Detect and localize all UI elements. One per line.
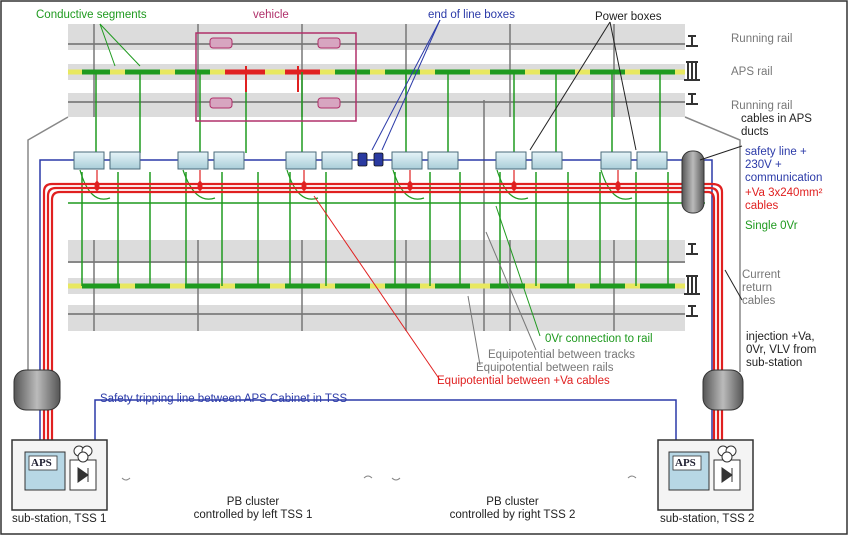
pointers-dark (529, 21, 743, 301)
upper-track (68, 24, 685, 117)
label-substation-left: sub-station, TSS 1 (12, 513, 107, 525)
power-box-loops (79, 169, 633, 200)
red-va-cables (42, 182, 724, 440)
end-of-line-boxes (357, 152, 384, 167)
red-drop-nodes (94, 181, 621, 191)
aps-cabinet-left-label: APS (31, 457, 52, 469)
aps-cabinet-right-label: APS (675, 457, 696, 469)
substation-ducts (13, 369, 744, 411)
label-pb-cluster-right: PB cluster controlled by right TSS 2 (449, 496, 576, 521)
label-pb-cluster-left: PB cluster controlled by left TSS 1 (193, 496, 313, 521)
label-running-rail-second: Running rail (731, 100, 793, 112)
label-running-rail-top: Running rail (731, 33, 793, 45)
power-boxes (73, 151, 668, 170)
red-box-links (96, 170, 619, 184)
label-injection: injection +Va, 0Vr, VLV from sub-station (746, 331, 817, 369)
label-end-of-line-boxes: end of line boxes (428, 9, 515, 21)
label-cables-in-aps-ducts: cables in APS ducts (741, 113, 812, 138)
label-power-boxes: Power boxes (595, 11, 662, 23)
aps-duct-right (681, 150, 705, 214)
pointers-green (99, 23, 141, 67)
substation-right (657, 439, 754, 511)
label-single-0vr: Single 0Vr (745, 220, 798, 232)
label-equip-rails: Equipotential between rails (476, 362, 614, 374)
pointers-blue (371, 19, 441, 151)
rail-symbols (684, 35, 700, 317)
label-current-return-cables: Current return cables (742, 269, 781, 307)
label-va-cables: +Va 3x240mm² cables (745, 187, 823, 212)
gray-cable-frame (27, 116, 741, 372)
label-equip-va: Equipotential between +Va cables (437, 375, 610, 387)
cluster-hints (121, 475, 637, 481)
vehicle (195, 32, 357, 122)
label-substation-right: sub-station, TSS 2 (660, 513, 755, 525)
pointers-0vr (495, 205, 541, 337)
label-aps-rail: APS rail (731, 66, 773, 78)
label-conductive-segments: Conductive segments (36, 9, 147, 21)
green-feeders-upper (95, 72, 661, 153)
pointers-red (313, 195, 441, 381)
pointers-gray (467, 231, 537, 366)
label-0vr-connection: 0Vr connection to rail (545, 333, 653, 345)
label-vehicle: vehicle (253, 9, 289, 21)
label-equip-tracks: Equipotential between tracks (488, 349, 636, 361)
label-safety-line: safety line + 230V + communication (745, 146, 823, 184)
substation-left (11, 439, 108, 511)
label-safety-tripping: Safety tripping line between APS Cabinet… (100, 393, 348, 405)
